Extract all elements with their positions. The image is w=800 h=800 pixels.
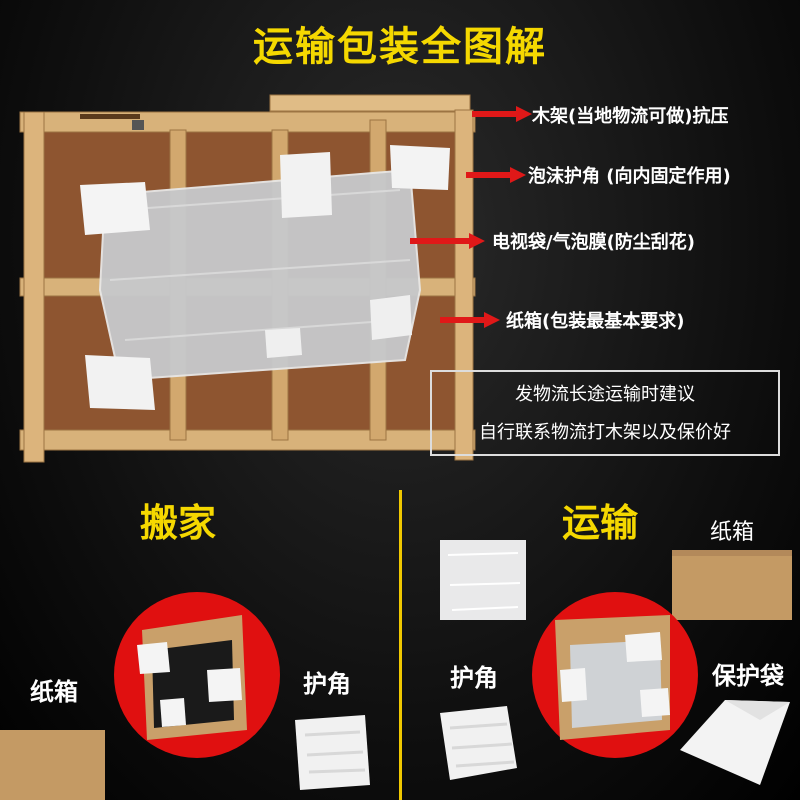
callout-carton: 纸箱(包装最基本要求) — [506, 311, 685, 332]
section-divider — [399, 490, 402, 800]
foam-corner-photo — [295, 715, 370, 790]
carton-photo — [0, 730, 105, 800]
arrow-icon — [472, 106, 532, 122]
moving-package-photo — [114, 592, 280, 758]
shipping-corner-label: 护角 — [450, 664, 498, 692]
foam-corner-photo — [440, 706, 517, 780]
advice-line-1: 发物流长途运输时建议 — [515, 384, 695, 405]
arrow-icon — [466, 167, 526, 183]
callout-tv-bag: 电视袋/气泡膜(防尘刮花) — [492, 232, 696, 253]
callout-foam-corner: 泡沫护角 (向内固定作用) — [528, 166, 731, 187]
moving-carton-label: 纸箱 — [30, 678, 78, 706]
shipping-bag-label: 保护袋 — [712, 662, 784, 690]
arrow-icon — [440, 312, 500, 328]
arrow-icon — [410, 233, 485, 249]
advice-line-2: 自行联系物流打木架以及保价好 — [479, 422, 731, 443]
carton-photo — [672, 550, 792, 620]
bubble-bag-photo — [440, 540, 526, 620]
shipping-title: 运输 — [562, 501, 639, 545]
protective-bag-photo — [680, 700, 790, 785]
shipping-carton-label: 纸箱 — [710, 520, 755, 545]
shipping-package-photo — [532, 592, 698, 758]
moving-corner-label: 护角 — [303, 670, 351, 698]
advice-box: 发物流长途运输时建议 自行联系物流打木架以及保价好 — [430, 370, 780, 456]
callout-wood-frame: 木架(当地物流可做)抗压 — [532, 106, 729, 127]
wooden-crate-photo — [19, 94, 476, 463]
moving-title: 搬家 — [140, 501, 217, 545]
page-title: 运输包装全图解 — [253, 24, 547, 70]
